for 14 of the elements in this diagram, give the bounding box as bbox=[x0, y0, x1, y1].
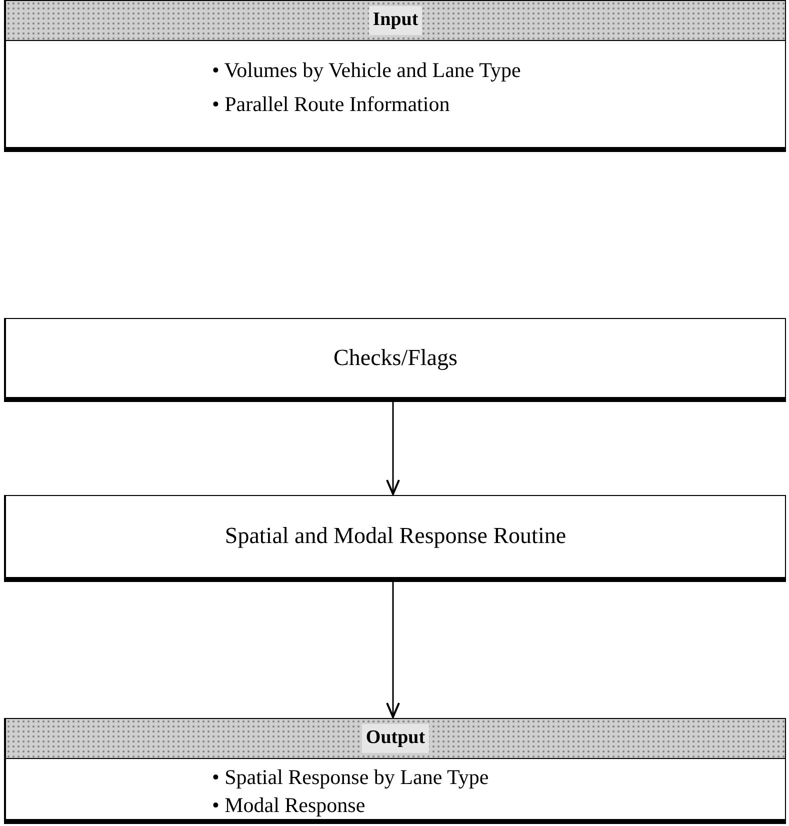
bullet-item: • Parallel Route Information bbox=[212, 91, 451, 118]
panel bbox=[4, 718, 786, 824]
arrow bbox=[386, 402, 400, 495]
heading: Output bbox=[362, 724, 430, 753]
bullet-item: • Spatial Response by Lane Type bbox=[212, 764, 490, 791]
box-label: Spatial and Modal Response Routine bbox=[224, 522, 566, 550]
bullet-item: • Modal Response bbox=[212, 792, 366, 819]
process-box bbox=[4, 495, 786, 582]
process-box bbox=[4, 318, 786, 402]
bullet-item: • Volumes by Vehicle and Lane Type bbox=[212, 57, 522, 84]
heading: Input bbox=[368, 6, 422, 35]
arrow bbox=[386, 582, 400, 718]
panel bbox=[4, 0, 786, 152]
box-label: Checks/Flags bbox=[334, 344, 458, 372]
